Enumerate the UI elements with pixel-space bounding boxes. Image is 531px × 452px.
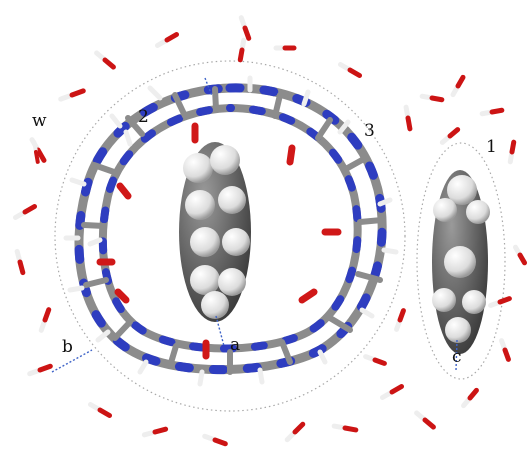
water-molecule: [439, 127, 461, 145]
hbond-a: [215, 315, 225, 347]
water-molecule: [94, 50, 116, 70]
water-molecule: [284, 421, 306, 443]
water-molecule: [141, 426, 169, 438]
water-molecule: [12, 204, 38, 220]
label-c: c: [452, 347, 462, 367]
water-molecule: [154, 32, 180, 48]
host-rungs: [81, 86, 385, 375]
water-molecule: [237, 37, 247, 63]
hbond-c: [455, 339, 458, 371]
water-molecule: [419, 93, 445, 103]
carbonyl-oxygens: [96, 122, 342, 360]
host-hydrogens: [63, 75, 399, 387]
water-molecule: [479, 107, 505, 117]
label-3: 3: [364, 121, 375, 141]
label-2: 2: [138, 107, 149, 127]
water-molecule: [27, 363, 53, 377]
water-molecule: [499, 338, 511, 362]
water-molecule: [58, 88, 86, 102]
water-molecule: [394, 308, 406, 332]
water-molecule: [14, 248, 26, 276]
hbond-top: [204, 77, 213, 97]
water-molecule: [238, 15, 252, 41]
water-molecule: [450, 74, 466, 98]
water-molecule: [403, 104, 413, 132]
water-molecule: [363, 354, 387, 366]
water-molecule: [38, 307, 52, 333]
water-molecule: [32, 140, 40, 164]
water-molecule: [87, 402, 113, 418]
hydrogen-bonds: [51, 77, 458, 373]
water-molecule: [461, 387, 479, 409]
encapsulated-guest: [179, 142, 251, 322]
label-a: a: [230, 335, 240, 355]
cucurbituril-host: [63, 75, 399, 387]
water-molecule: [337, 62, 363, 78]
water-molecule: [507, 139, 517, 165]
label-1: 1: [486, 137, 497, 157]
water-molecule: [202, 433, 228, 447]
free-guest-molecule: [432, 170, 490, 354]
water-molecule: [513, 244, 527, 266]
water-molecule: [379, 384, 405, 400]
label-w: w: [32, 111, 47, 131]
water-molecules: [12, 15, 527, 447]
water-molecule: [414, 410, 436, 430]
label-b: b: [62, 337, 73, 357]
host-boundary-circle: [54, 60, 406, 412]
water-molecule: [331, 423, 359, 433]
water-molecule: [488, 296, 512, 308]
guest-boundary-ellipse: [416, 142, 506, 380]
host-backbone-nitrogen-inner: [98, 104, 362, 353]
